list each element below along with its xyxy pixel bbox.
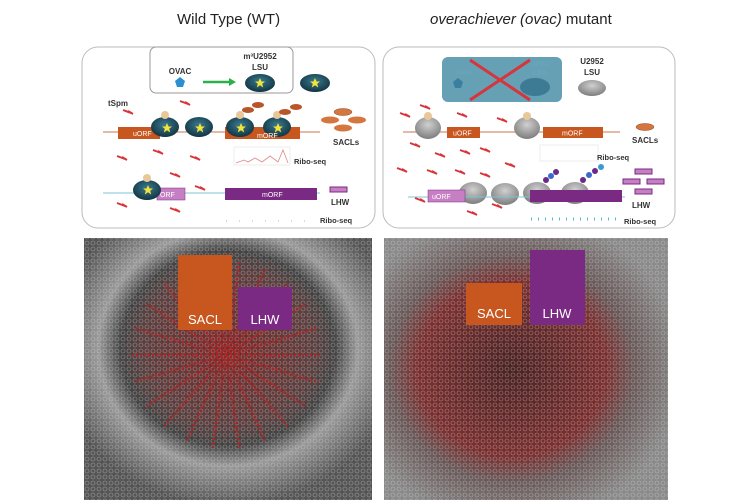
- sacl-proteins: [321, 108, 366, 132]
- mutant-uorf-label: uORF: [453, 131, 472, 138]
- wt-sacl-box: [178, 255, 232, 330]
- ovac-label: OVAC: [169, 67, 192, 76]
- wt-lhw-box: [238, 287, 292, 330]
- mutant-uorf2-label: uORF: [432, 194, 451, 201]
- mutant-lhw-box: [530, 250, 585, 325]
- riboseq-label: Ribo-seq: [294, 157, 327, 166]
- mutant-title-italic: overachiever (ovac): [430, 11, 562, 28]
- mutant-sacls-label: SACLs: [632, 136, 659, 145]
- mutant-morf-lhw: [530, 190, 622, 202]
- lsu-label: LSU: [252, 63, 268, 72]
- lsu-faded-label: LSU: [533, 70, 547, 77]
- mutant-morf-label: mORF: [562, 131, 583, 138]
- wt-micrograph: SACL LHW: [84, 238, 372, 500]
- mutant-riboseq2-label: Ribo-seq: [624, 217, 657, 226]
- mutant-title: overachiever (ovac) mutant: [430, 11, 612, 28]
- wt-mechanism-panel: OVAC m³U2952 LSU tSpm uORF mORF SACLs: [81, 46, 376, 229]
- ribosomes: [151, 102, 302, 137]
- mutant-sacl-label: SACL: [477, 306, 511, 321]
- riboseq2-label: Ribo-seq: [320, 216, 353, 225]
- riboseq-track: [235, 148, 289, 164]
- morf-label: mORF: [257, 133, 278, 140]
- unmodified-lsu-icon: [578, 80, 606, 96]
- ovac-faded-label: ovac: [457, 69, 472, 76]
- mutant-lhw-label: LHW: [632, 201, 651, 210]
- wt-sacl-label: SACL: [188, 312, 222, 327]
- wt-lhw-label: LHW: [251, 312, 281, 327]
- tspm-label: tSpm: [108, 99, 128, 108]
- mutant-lhw-label: LHW: [543, 306, 573, 321]
- sacls-label: SACLs: [333, 138, 360, 147]
- ovac-enzyme-icon: [175, 77, 185, 87]
- mutant-riboseq-label: Ribo-seq: [597, 153, 630, 162]
- wt-title: Wild Type (WT): [177, 11, 281, 28]
- m3u2952-label: m³U2952: [243, 52, 277, 61]
- mutant-lsu-label: LSU: [584, 68, 600, 77]
- orf-label: ORF: [160, 192, 175, 199]
- lhw-proteins: [622, 168, 665, 195]
- lhw-protein: [329, 186, 348, 193]
- mutant-title-suffix: mutant: [561, 11, 612, 28]
- mutant-micrograph: SACL LHW: [384, 238, 668, 500]
- uorf-label: uORF: [133, 131, 152, 138]
- sacl-protein: [635, 123, 655, 131]
- u2952-label: U2952: [580, 57, 604, 66]
- morf2-label: mORF: [262, 192, 283, 199]
- lhw-label: LHW: [331, 198, 350, 207]
- mutant-mechanism-panel: ovac U2952 LSU U2952 LSU uORF mORF SACLs…: [382, 46, 676, 229]
- mutant-sacl-box: [466, 283, 522, 325]
- u2952-faded-label: U2952: [530, 61, 551, 68]
